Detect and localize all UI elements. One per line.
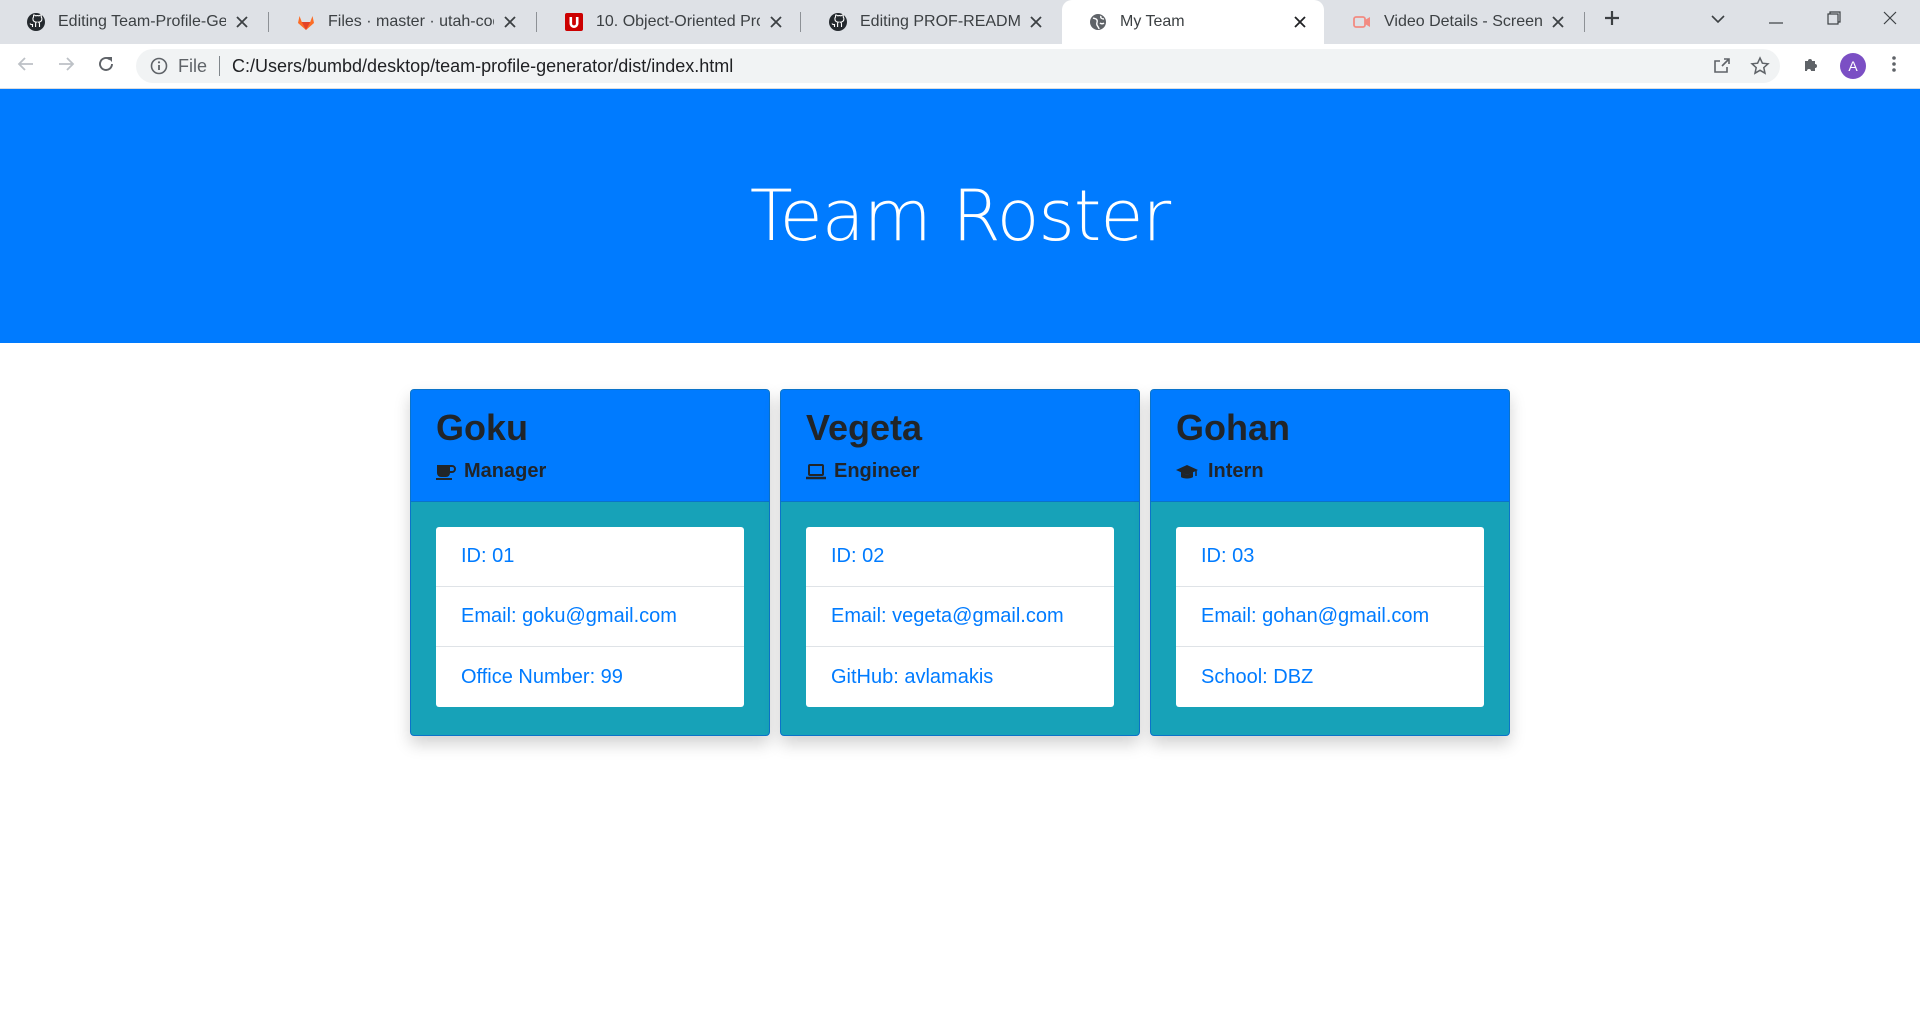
details-list: ID: 02 Email: vegeta@gmail.com GitHub: a…: [806, 527, 1114, 707]
puzzle-icon: [1802, 54, 1822, 79]
browser-tab[interactable]: Editing PROF-README-GEN: [802, 0, 1060, 44]
globe-icon: [1088, 12, 1108, 32]
restore-button[interactable]: [1806, 0, 1862, 40]
forward-button[interactable]: [54, 54, 78, 78]
screencastify-icon: [1352, 12, 1372, 32]
employee-name: Vegeta: [806, 407, 923, 448]
page-header: Team Roster: [0, 89, 1920, 343]
browser-tab[interactable]: Editing Team-Profile-Generator: [0, 0, 266, 44]
id-item: ID: 02: [806, 527, 1114, 587]
github-icon: [26, 12, 46, 32]
tab-title: Editing PROF-README-GEN: [860, 13, 1020, 30]
tab-title: Video Details - Screencastify: [1384, 13, 1542, 30]
address-divider: [219, 56, 221, 76]
browser-toolbar: File C:/Users/bumbd/desktop/team-profile…: [0, 44, 1920, 89]
kebab-menu-icon: [1891, 55, 1897, 78]
menu-button[interactable]: [1882, 54, 1906, 78]
employee-card: Gohan Intern ID: 03 Email: gohan@gmail.c…: [1150, 389, 1510, 736]
extensions-button[interactable]: [1800, 54, 1824, 78]
browser-tab[interactable]: Video Details - Screencastify: [1326, 0, 1582, 44]
details-list: ID: 03 Email: gohan@gmail.com School: DB…: [1176, 527, 1484, 707]
email-link[interactable]: Email: gohan@gmail.com: [1176, 587, 1484, 647]
role-label: Manager: [464, 460, 547, 482]
card-header: Goku Manager: [411, 390, 769, 502]
url-text[interactable]: C:/Users/bumbd/desktop/team-profile-gene…: [232, 55, 734, 76]
graduation-cap-icon: [1176, 463, 1202, 481]
browser-tab-active[interactable]: My Team: [1062, 0, 1324, 44]
tab-title: My Team: [1120, 13, 1185, 30]
chevron-down-icon: [1710, 11, 1726, 29]
laptop-icon: [806, 463, 828, 481]
tab-search-button[interactable]: [1690, 0, 1746, 40]
school-item: School: DBZ: [1201, 665, 1314, 688]
tab-title: 10. Object-Oriented Program: [596, 13, 760, 30]
tab-title: Files · master · utah-coding: [328, 13, 494, 30]
employee-name: Goku: [436, 407, 529, 448]
employee-role: Manager: [436, 460, 744, 483]
plus-icon: [1603, 9, 1621, 32]
minimize-button[interactable]: [1748, 0, 1804, 40]
employee-card: Vegeta Engineer ID: 02 Email: vegeta@gma…: [780, 389, 1140, 736]
url-scheme: File: [178, 55, 208, 76]
close-icon[interactable]: [1028, 14, 1044, 30]
role-label: Engineer: [834, 460, 920, 482]
minimize-icon: [1769, 11, 1783, 29]
card-header: Gohan Intern: [1151, 390, 1509, 502]
new-tab-button[interactable]: [1584, 0, 1640, 40]
close-icon[interactable]: [234, 14, 250, 30]
profile-initial: A: [1848, 58, 1858, 74]
gitlab-icon: [296, 12, 316, 32]
card-header: Vegeta Engineer: [781, 390, 1139, 502]
share-icon[interactable]: [1712, 56, 1732, 76]
close-icon[interactable]: [1550, 14, 1566, 30]
card-body: ID: 01 Email: goku@gmail.com Office Numb…: [411, 502, 769, 732]
employee-card: Goku Manager ID: 01 Email: goku@gmail.co…: [410, 389, 770, 736]
reload-button[interactable]: [94, 54, 118, 78]
utah-u-icon: [564, 12, 584, 32]
github-icon: [828, 12, 848, 32]
email-link[interactable]: Email: vegeta@gmail.com: [806, 587, 1114, 647]
reload-icon: [97, 55, 115, 78]
github-link[interactable]: GitHub: avlamakis: [831, 665, 994, 688]
mug-icon: [436, 463, 458, 481]
role-label: Intern: [1208, 460, 1264, 482]
employee-name: Gohan: [1176, 407, 1290, 448]
browser-tab[interactable]: Files · master · utah-coding: [270, 0, 534, 44]
close-icon: [1883, 11, 1897, 30]
tab-divider: [800, 12, 801, 32]
tab-strip: Editing Team-Profile-Generator Files · m…: [0, 0, 1920, 44]
close-icon[interactable]: [502, 14, 518, 30]
page-title: Team Roster: [749, 175, 1171, 257]
employee-role: Intern: [1176, 460, 1484, 483]
email-link[interactable]: Email: goku@gmail.com: [436, 587, 744, 647]
star-icon[interactable]: [1750, 56, 1770, 76]
details-list: ID: 01 Email: goku@gmail.com Office Numb…: [436, 527, 744, 707]
tab-divider: [1584, 12, 1585, 32]
arrow-left-icon: [17, 55, 35, 78]
restore-icon: [1827, 10, 1841, 30]
employee-role: Engineer: [806, 460, 1114, 483]
tab-divider: [268, 12, 269, 32]
close-icon[interactable]: [768, 14, 784, 30]
tab-title: Editing Team-Profile-Generator: [58, 13, 226, 30]
info-icon[interactable]: [150, 57, 168, 75]
avatar[interactable]: A: [1840, 53, 1866, 79]
tab-divider: [536, 12, 537, 32]
id-item: ID: 03: [1176, 527, 1484, 587]
card-body: ID: 02 Email: vegeta@gmail.com GitHub: a…: [781, 502, 1139, 732]
browser-tab[interactable]: 10. Object-Oriented Program: [538, 0, 800, 44]
card-body: ID: 03 Email: gohan@gmail.com School: DB…: [1151, 502, 1509, 732]
office-number-item: Office Number: 99: [461, 665, 623, 688]
id-item: ID: 01: [436, 527, 744, 587]
arrow-right-icon: [57, 55, 75, 78]
close-icon[interactable]: [1292, 14, 1308, 30]
address-bar[interactable]: File C:/Users/bumbd/desktop/team-profile…: [136, 49, 1780, 83]
back-button[interactable]: [14, 54, 38, 78]
close-window-button[interactable]: [1862, 0, 1918, 40]
